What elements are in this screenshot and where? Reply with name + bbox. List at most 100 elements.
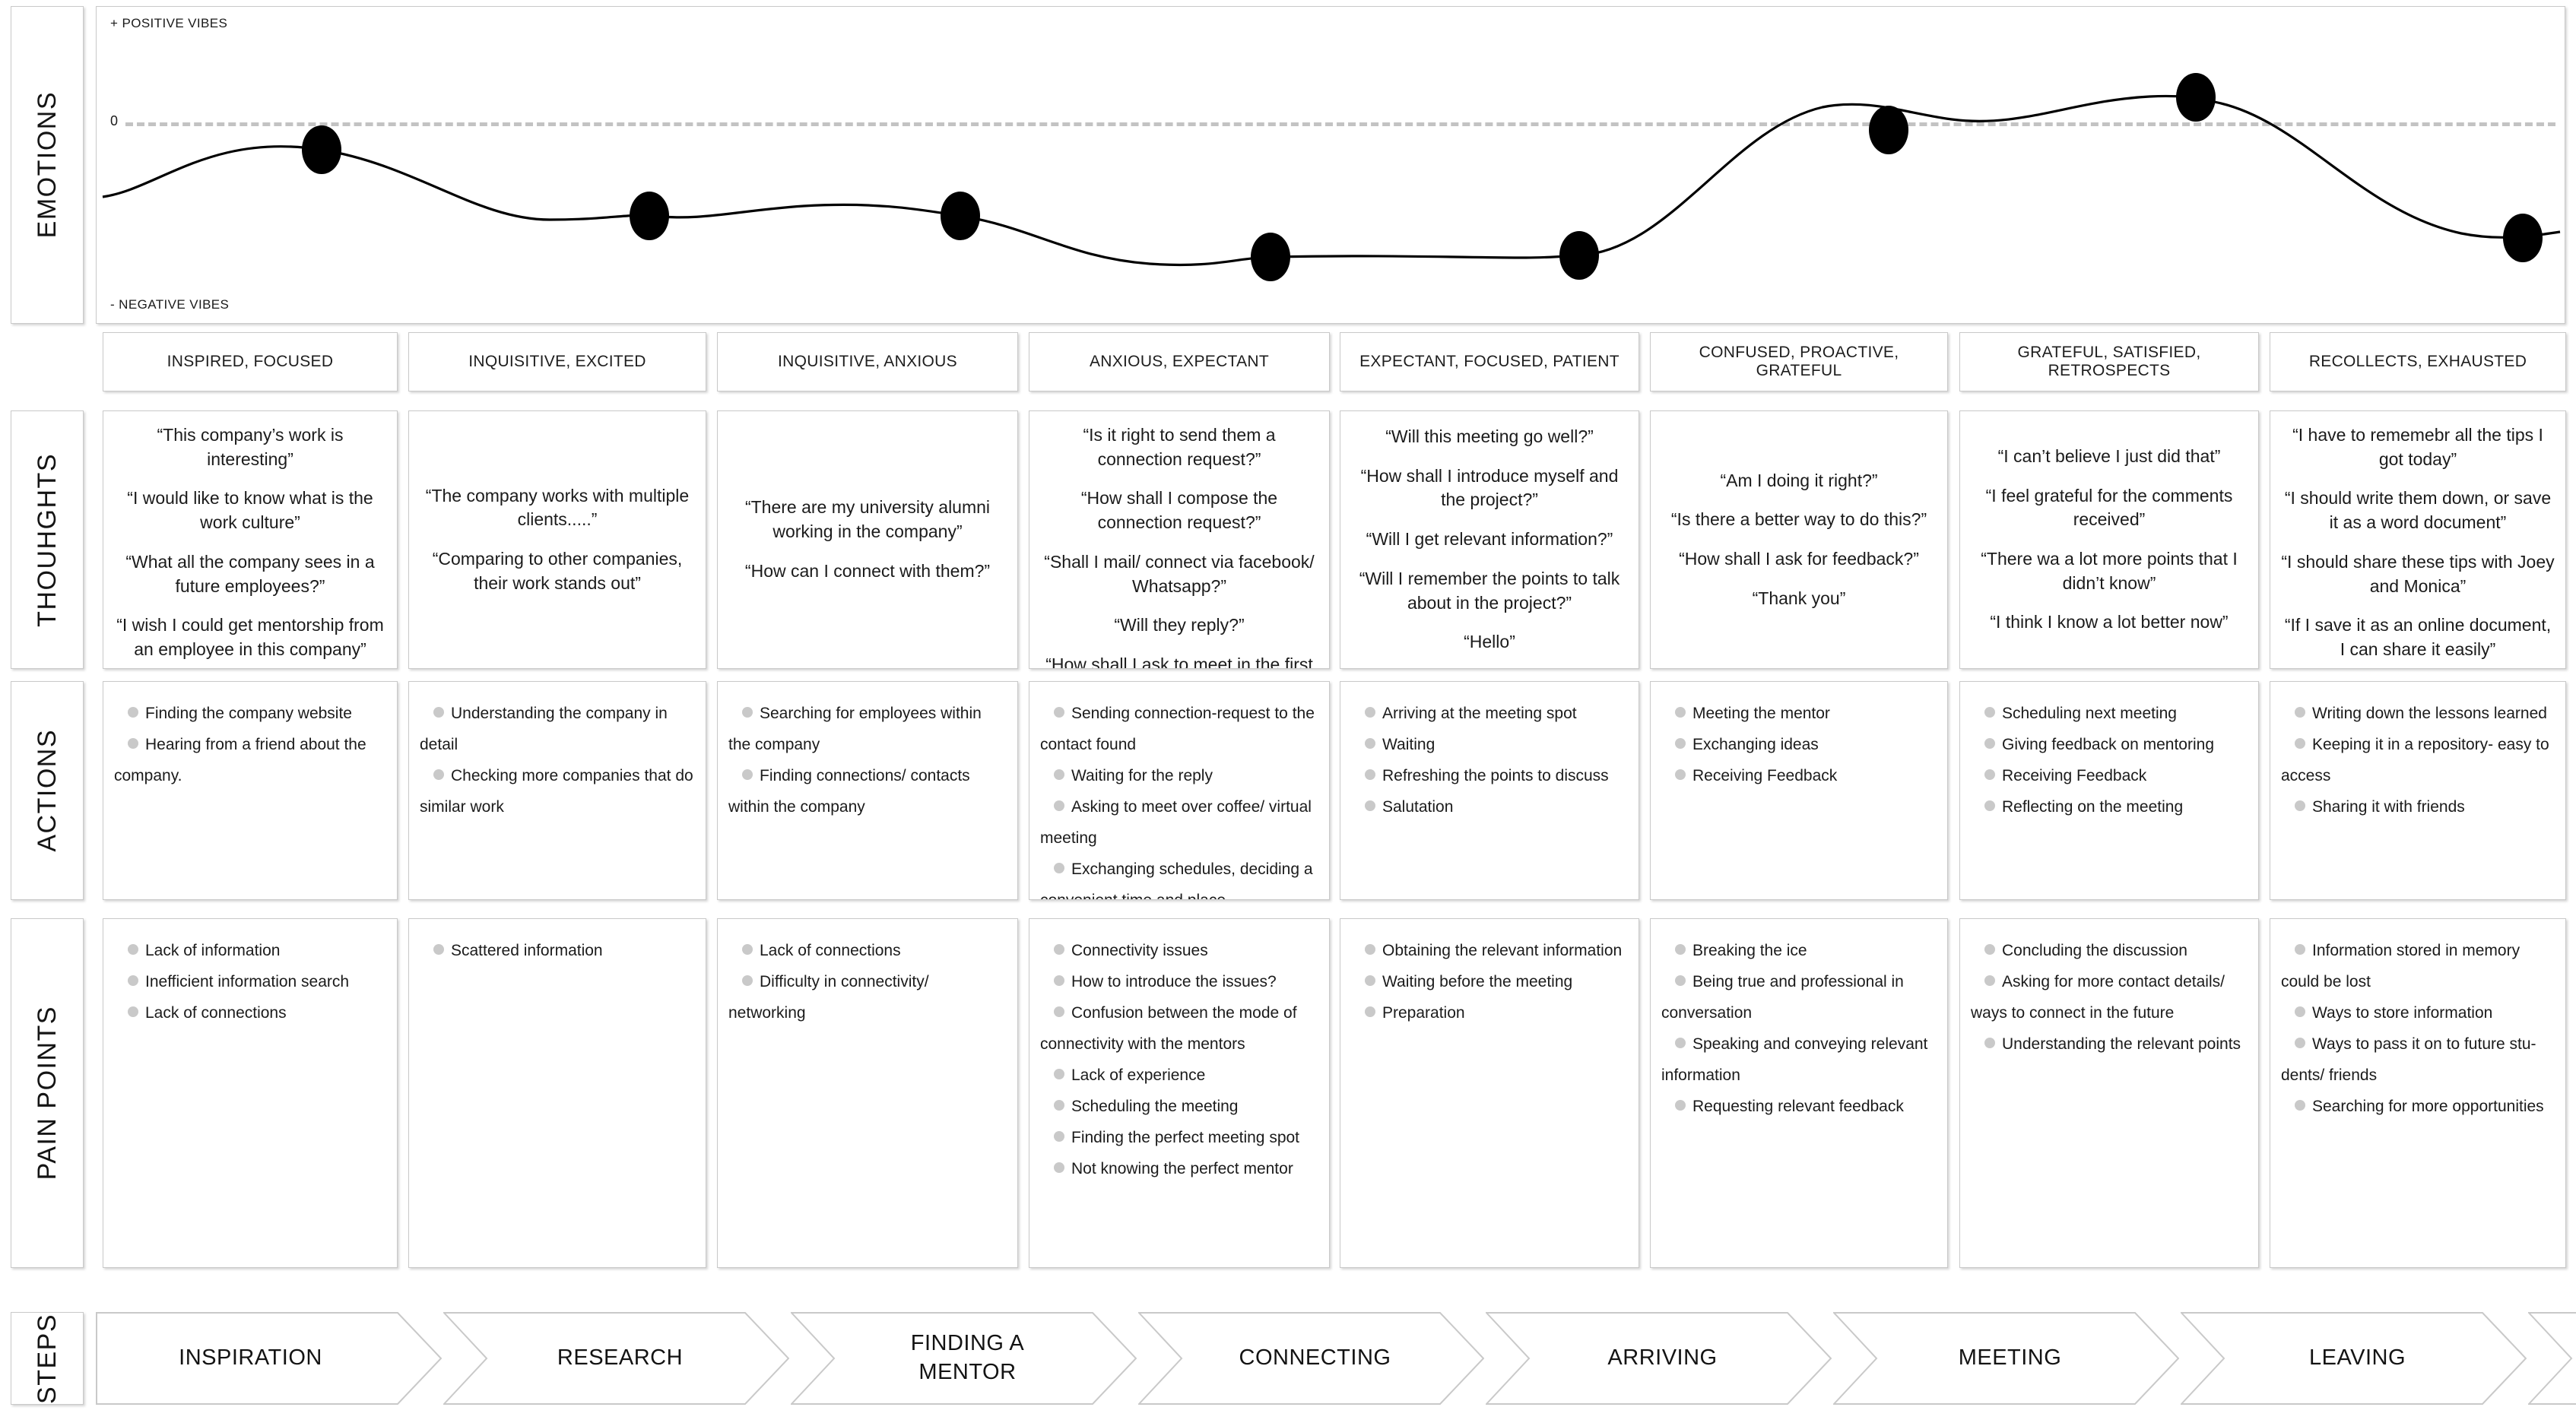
action-item-text: Exchanging ideas xyxy=(1692,735,1819,753)
pain-point-item-text: Inefficient information search xyxy=(145,972,350,990)
emotion-keyword-text: GRATEFUL, SATISFIED, RETROSPECTS xyxy=(2017,344,2201,379)
pain-point-item-text: How to introduce the issues? xyxy=(1071,972,1277,990)
row-label-actions-text: ACTIONS xyxy=(32,729,62,852)
bullet-dot-icon xyxy=(1054,1069,1064,1080)
pain-point-item-text: Obtaining the relevant information xyxy=(1382,942,1623,959)
row-label-steps: STEPS xyxy=(11,1312,84,1405)
pain-point-item-text: Breaking the ice xyxy=(1692,942,1807,959)
bullet-dot-icon xyxy=(1984,769,1995,781)
thought-card: “I have to rememebr all the tips I got t… xyxy=(2270,410,2566,669)
step-chevron-label: MEETING xyxy=(1958,1345,2062,1371)
pain-point-item: Asking for more contact details/ ways to… xyxy=(1971,967,2248,1029)
action-item: Reflecting on the meeting xyxy=(1971,792,2248,823)
step-chevron-label: ARRIVING xyxy=(1607,1345,1718,1371)
row-label-emotions: EMOTIONS xyxy=(11,6,84,324)
bullet-dot-icon xyxy=(2295,944,2305,956)
action-item-text: Writing down the lessons learned xyxy=(2312,705,2547,722)
thought-quote: “How shall I ask to meet in the first co… xyxy=(1045,654,1313,669)
emotion-point-5 xyxy=(1559,231,1599,280)
bullet-dot-icon xyxy=(128,975,138,987)
pain-point-item: Scheduling the meeting xyxy=(1040,1092,1318,1123)
step-chevron-label: LEAVING xyxy=(2308,1345,2406,1371)
pain-point-item: Information stored in memory could be lo… xyxy=(2281,936,2555,998)
pain-point-item: Waiting before the meeting xyxy=(1351,967,1628,998)
step-chevron-4[interactable]: CONNECTING xyxy=(1138,1312,1484,1405)
bullet-dot-icon xyxy=(1984,1038,1995,1049)
action-item-text: Understanding the company in detail xyxy=(420,705,668,753)
pain-point-item: Confusion between the mode of connectivi… xyxy=(1040,998,1318,1060)
step-chevron-5[interactable]: ARRIVING xyxy=(1486,1312,1832,1405)
thought-card: “The company works with multiple clients… xyxy=(408,410,706,669)
action-item: Receiving Feedback xyxy=(1661,761,1937,792)
bullet-dot-icon xyxy=(742,769,753,781)
bullet-dot-icon xyxy=(742,944,753,956)
emotion-keyword-text: CONFUSED, PROACTIVE, GRATEFUL xyxy=(1699,344,1899,379)
pain-point-item: Requesting relevant feedback xyxy=(1661,1092,1937,1123)
emotion-point-2 xyxy=(630,192,669,240)
bullet-dot-icon xyxy=(1365,738,1375,750)
action-item-text: Keeping it in a repository- easy to acce… xyxy=(2281,735,2549,784)
pain-point-item: Finding the perfect meeting spot xyxy=(1040,1123,1318,1154)
pain-point-item-text: Connectivity issues xyxy=(1071,942,1208,959)
pain-point-item: Inefficient information search xyxy=(114,967,386,998)
thought-quote: “Hello” xyxy=(1464,632,1515,652)
pain-point-card: Scattered information xyxy=(408,918,706,1268)
step-chevron-7[interactable]: LEAVING xyxy=(2181,1312,2527,1405)
thought-quote: “I think I know a lot better now” xyxy=(1990,612,2229,632)
pain-point-item: Searching for more opportunities xyxy=(2281,1092,2555,1123)
emotion-keyword-cell: ANXIOUS, EXPECTANT xyxy=(1029,332,1330,391)
thought-quote: “Is there a better way to do this?” xyxy=(1670,509,1927,530)
thought-quote: “I should write them down, or save it as… xyxy=(2284,488,2552,533)
bullet-dot-icon xyxy=(1054,1131,1064,1143)
emotion-keyword-cell: INQUISITIVE, ANXIOUS xyxy=(717,332,1018,391)
thought-quote: “Shall I mail/ connect via facebook/ Wha… xyxy=(1044,551,1315,596)
bullet-dot-icon xyxy=(128,738,138,750)
action-item: Refreshing the points to discuss xyxy=(1351,761,1628,792)
step-chevron-1[interactable]: INSPIRATION xyxy=(96,1312,442,1405)
step-chevron-3[interactable]: FINDING A MENTOR xyxy=(791,1312,1137,1405)
bullet-dot-icon xyxy=(1675,707,1686,718)
action-card: Sending connection-request to the contac… xyxy=(1029,681,1330,900)
pain-point-item: Concluding the discussion xyxy=(1971,936,2248,967)
bullet-dot-icon xyxy=(1365,707,1375,718)
thought-quote: “I feel grateful for the comments receiv… xyxy=(1985,485,2233,530)
thought-quote: “Am I doing it right?” xyxy=(1720,470,1878,490)
bullet-dot-icon xyxy=(1365,800,1375,812)
pain-point-item-text: Not knowing the perfect mentor xyxy=(1071,1159,1293,1177)
emotion-point-3 xyxy=(941,192,980,240)
step-chevron-8[interactable]: RECORDING INFORMATION xyxy=(2528,1312,2576,1405)
pain-point-item: Lack of information xyxy=(114,936,386,967)
thought-quote: “I wish I could get mentorship from an e… xyxy=(116,615,384,660)
bullet-dot-icon xyxy=(128,944,138,956)
axis-zero-label: 0 xyxy=(110,113,119,128)
step-chevron-shape xyxy=(2181,1312,2527,1405)
step-chevron-2[interactable]: RESEARCH xyxy=(443,1312,789,1405)
step-chevron-6[interactable]: MEETING xyxy=(1833,1312,2179,1405)
emotion-keyword-text: RECOLLECTS, EXHAUSTED xyxy=(2308,353,2527,370)
thought-quote: “Will I get relevant information?” xyxy=(1366,529,1613,550)
emotion-keyword-text: ANXIOUS, EXPECTANT xyxy=(1089,353,1270,370)
bullet-dot-icon xyxy=(1054,1100,1064,1111)
thought-card-inner: “There are my university alumni working … xyxy=(728,496,1007,583)
step-chevron-label: INSPIRATION xyxy=(179,1345,322,1371)
bullet-dot-icon xyxy=(1675,1038,1686,1049)
pain-point-item-text: Lack of connections xyxy=(145,1003,287,1022)
action-item-text: Scheduling next meeting xyxy=(2002,705,2177,722)
action-item: Sending connection-request to the contac… xyxy=(1040,699,1318,761)
pain-point-item: Ways to store information xyxy=(2281,998,2555,1029)
bullet-dot-icon xyxy=(1675,769,1686,781)
action-item-text: Arriving at the meeting spot xyxy=(1382,705,1577,722)
pain-point-item-text: Speaking and conveying relevant informat… xyxy=(1661,1035,1928,1084)
action-item-text: Finding the company website xyxy=(145,705,352,722)
step-chevron-shape xyxy=(791,1312,1137,1405)
pain-point-item-text: Lack of connections xyxy=(760,942,901,959)
emotions-chart-panel: + POSITIVE VIBES 0 - NEGATIVE VIBES xyxy=(96,6,2565,324)
thought-quote: “Will this meeting go well?” xyxy=(1385,426,1594,446)
thought-quote: “There wa a lot more points that I didn’… xyxy=(1981,549,2238,593)
emotion-keyword-cell: EXPECTANT, FOCUSED, PATIENT xyxy=(1340,332,1639,391)
pain-point-item-text: Difficulty in connectivity/ networking xyxy=(728,972,929,1022)
bullet-dot-icon xyxy=(1054,800,1064,812)
row-label-thoughts-text: THOUHGHTS xyxy=(32,452,62,627)
emotion-point-8 xyxy=(2503,214,2543,262)
